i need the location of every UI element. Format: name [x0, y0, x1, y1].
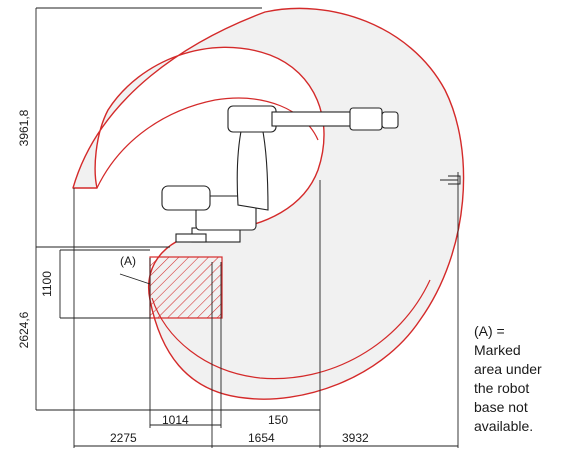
note-line: available. [474, 418, 534, 434]
note-line: Marked [474, 342, 521, 358]
dim-width-1654: 1654 [248, 431, 275, 445]
dimension-lines [35, 7, 459, 448]
break-symbol [448, 175, 461, 185]
note-text: (A) = Marked area under the robot base n… [474, 322, 572, 436]
callout-a-label: (A) [120, 254, 136, 268]
dim-height-top: 3961,8 [17, 109, 31, 146]
dim-width-1014: 1014 [162, 413, 189, 427]
note-line: (A) = [474, 323, 505, 339]
note-line: the robot [474, 380, 530, 396]
dim-width-left: 2275 [110, 431, 137, 445]
robot-silhouette [161, 105, 399, 243]
dim-height-bottom: 2624,6 [17, 311, 31, 348]
dim-width-3932: 3932 [342, 431, 369, 445]
note-line: area under [474, 361, 542, 377]
marked-area-a [149, 256, 223, 319]
dim-height-small: 1100 [40, 271, 54, 297]
callout-leader [119, 273, 151, 285]
inner-envelope-contour-2 [151, 279, 431, 380]
note-line: base not [474, 399, 528, 415]
dim-width-150: 150 [268, 413, 288, 427]
